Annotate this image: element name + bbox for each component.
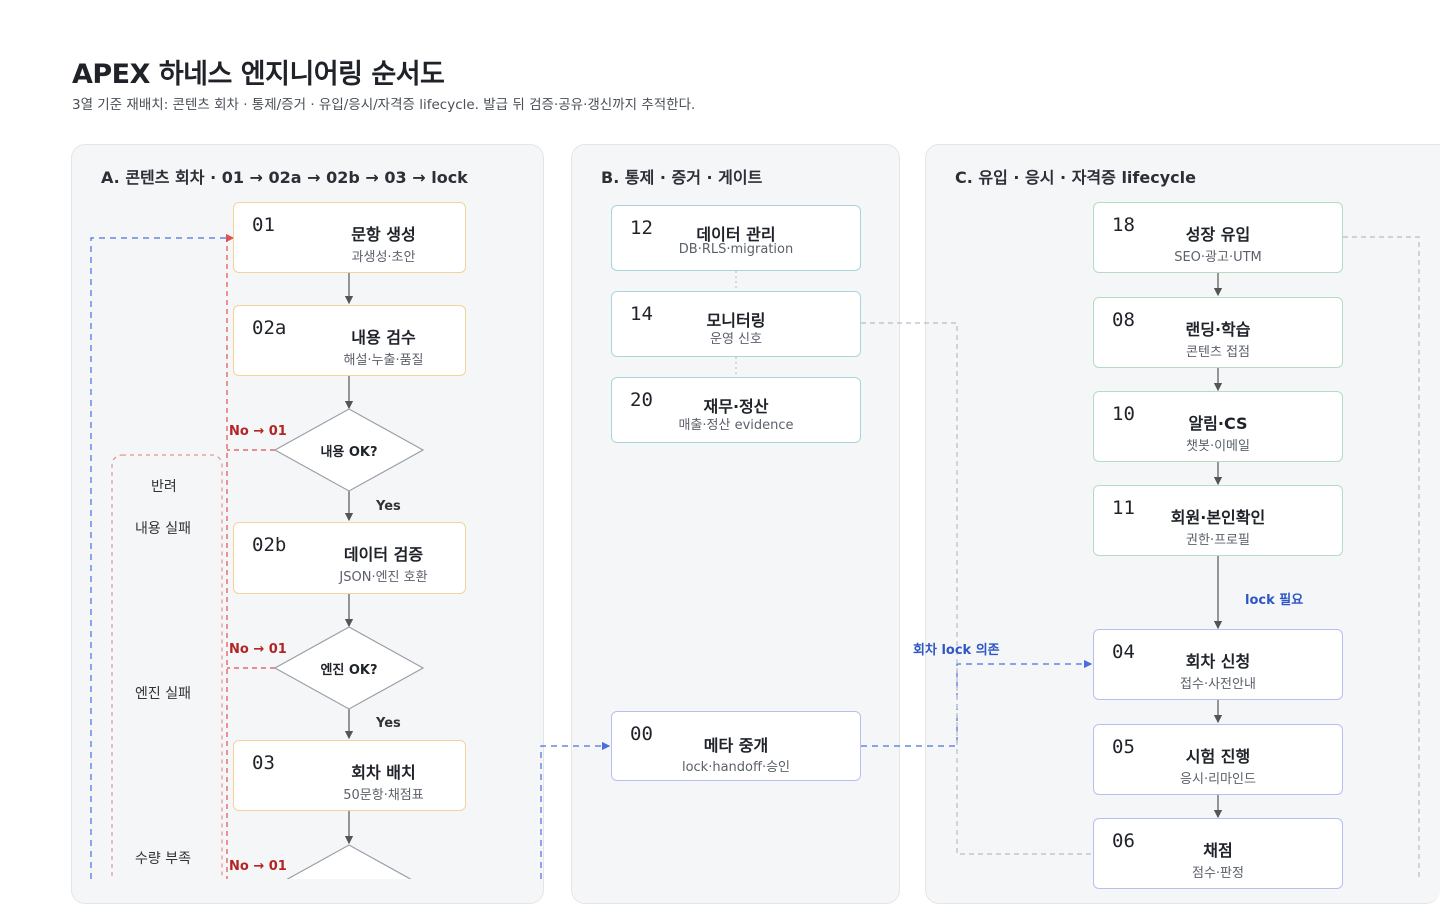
label-quantity-short: 수량 부족 bbox=[135, 851, 191, 867]
node-08-sub: 콘텐츠 접점 bbox=[1186, 345, 1250, 360]
node-14-title: 모니터링 bbox=[706, 311, 766, 330]
label-lock-needed: lock 필요 bbox=[1245, 593, 1304, 608]
edge-14-to-c bbox=[861, 322, 1093, 855]
node-02a[interactable]: 02a 내용 검수 해설·누출·품질 bbox=[233, 305, 466, 376]
node-02a-id: 02a bbox=[252, 317, 287, 339]
label-round-lock-dependency: 회차 lock 의존 bbox=[913, 643, 1000, 658]
node-03-sub: 50문항·채점표 bbox=[343, 788, 424, 803]
node-14[interactable]: 14 모니터링 운영 신호 bbox=[611, 291, 861, 357]
node-02a-sub: 해설·누출·품질 bbox=[343, 353, 424, 368]
node-08[interactable]: 08 랜딩·학습 콘텐츠 접점 bbox=[1093, 297, 1343, 368]
reject-group-box bbox=[111, 454, 223, 879]
node-03-title: 회차 배치 bbox=[351, 763, 416, 782]
node-11-title: 회원·본인확인 bbox=[1170, 508, 1266, 527]
node-06-sub: 점수·판정 bbox=[1192, 866, 1244, 881]
node-08-id: 08 bbox=[1112, 309, 1135, 331]
node-18[interactable]: 18 성장 유입 SEO·광고·UTM bbox=[1093, 202, 1343, 273]
panel-c-title: C. 유입 · 응시 · 자격증 lifecycle bbox=[955, 168, 1196, 187]
node-10-sub: 챗봇·이메일 bbox=[1186, 439, 1250, 454]
decision-engine-ok-label: 엔진 OK? bbox=[320, 662, 377, 678]
node-18-title: 성장 유입 bbox=[1185, 225, 1251, 244]
panel-a-title: A. 콘텐츠 회차 · 01 → 02a → 02b → 03 → lock bbox=[101, 168, 468, 187]
node-12-sub: DB·RLS·migration bbox=[678, 242, 794, 257]
node-14-sub: 운영 신호 bbox=[710, 332, 762, 347]
decision-quantity-ok bbox=[286, 844, 412, 879]
node-04-id: 04 bbox=[1112, 641, 1135, 663]
reject-loop-main bbox=[225, 233, 235, 879]
decision-content-ok-label: 내용 OK? bbox=[320, 444, 377, 460]
node-11-id: 11 bbox=[1112, 497, 1135, 519]
node-00[interactable]: 00 메타 중개 lock·handoff·승인 bbox=[611, 711, 861, 781]
page-title: APEX 하네스 엔지니어링 순서도 bbox=[72, 59, 445, 90]
node-02b-title: 데이터 검증 bbox=[343, 545, 424, 564]
node-01[interactable]: 01 문항 생성 과생성·초안 bbox=[233, 202, 466, 273]
node-05-id: 05 bbox=[1112, 736, 1135, 758]
node-04-title: 회차 신청 bbox=[1185, 652, 1251, 671]
node-14-id: 14 bbox=[630, 303, 653, 325]
connector-layer: 내용 OK? 엔진 OK? bbox=[90, 233, 1420, 879]
node-05[interactable]: 05 시험 진행 응시·리마인드 bbox=[1093, 724, 1343, 795]
lock-loop-left bbox=[90, 237, 229, 879]
edge-18-right-loop bbox=[1343, 236, 1420, 879]
label-reject: 반려 bbox=[151, 479, 177, 495]
node-01-sub: 과생성·초안 bbox=[351, 250, 416, 265]
page-subtitle: 3열 기준 재배치: 콘텐츠 회차 · 통제/증거 · 유입/응시/자격증 li… bbox=[72, 97, 696, 113]
node-10-id: 10 bbox=[1112, 403, 1135, 425]
node-03[interactable]: 03 회차 배치 50문항·채점표 bbox=[233, 740, 466, 811]
node-12-title: 데이터 관리 bbox=[696, 225, 776, 244]
node-01-id: 01 bbox=[252, 214, 275, 236]
edge-a-to-00 bbox=[540, 741, 611, 879]
node-20-title: 재무·정산 bbox=[703, 397, 769, 416]
decision-content-ok bbox=[273, 408, 425, 492]
label-no-3: No → 01 bbox=[229, 859, 287, 874]
node-11[interactable]: 11 회원·본인확인 권한·프로필 bbox=[1093, 485, 1343, 556]
label-engine-fail: 엔진 실패 bbox=[135, 686, 191, 702]
node-04[interactable]: 04 회차 신청 접수·사전안내 bbox=[1093, 629, 1343, 700]
node-02b-id: 02b bbox=[252, 534, 287, 556]
decision-engine-ok bbox=[273, 626, 425, 710]
node-04-sub: 접수·사전안내 bbox=[1180, 677, 1256, 692]
node-00-sub: lock·handoff·승인 bbox=[681, 760, 791, 775]
node-06[interactable]: 06 채점 점수·판정 bbox=[1093, 818, 1343, 889]
node-10-title: 알림·CS bbox=[1188, 414, 1248, 433]
node-10[interactable]: 10 알림·CS 챗봇·이메일 bbox=[1093, 391, 1343, 462]
node-02b[interactable]: 02b 데이터 검증 JSON·엔진 호환 bbox=[233, 522, 466, 594]
node-02a-title: 내용 검수 bbox=[351, 328, 416, 347]
edge-00-to-04 bbox=[861, 659, 1093, 747]
node-05-title: 시험 진행 bbox=[1185, 747, 1251, 766]
label-yes-2: Yes bbox=[376, 716, 401, 731]
label-no-1: No → 01 bbox=[229, 424, 287, 439]
label-no-2: No → 01 bbox=[229, 642, 287, 657]
node-02b-sub: JSON·엔진 호환 bbox=[339, 570, 428, 585]
node-20-id: 20 bbox=[630, 389, 653, 411]
node-20-sub: 매출·정산 evidence bbox=[678, 418, 794, 433]
node-03-id: 03 bbox=[252, 752, 275, 774]
node-01-title: 문항 생성 bbox=[351, 225, 416, 244]
label-content-fail: 내용 실패 bbox=[135, 521, 191, 537]
node-18-sub: SEO·광고·UTM bbox=[1174, 250, 1262, 265]
node-00-id: 00 bbox=[630, 723, 653, 745]
node-12-id: 12 bbox=[630, 217, 653, 239]
node-05-sub: 응시·리마인드 bbox=[1180, 772, 1256, 787]
node-08-title: 랜딩·학습 bbox=[1185, 320, 1251, 339]
node-06-title: 채점 bbox=[1203, 841, 1233, 860]
node-06-id: 06 bbox=[1112, 830, 1135, 852]
node-20[interactable]: 20 재무·정산 매출·정산 evidence bbox=[611, 377, 861, 443]
panel-b-title: B. 통제 · 증거 · 게이트 bbox=[601, 168, 763, 187]
node-11-sub: 권한·프로필 bbox=[1186, 533, 1250, 548]
label-yes-1: Yes bbox=[376, 499, 401, 514]
node-00-title: 메타 중개 bbox=[703, 736, 769, 755]
node-18-id: 18 bbox=[1112, 214, 1135, 236]
node-12[interactable]: 12 데이터 관리 DB·RLS·migration bbox=[611, 205, 861, 271]
